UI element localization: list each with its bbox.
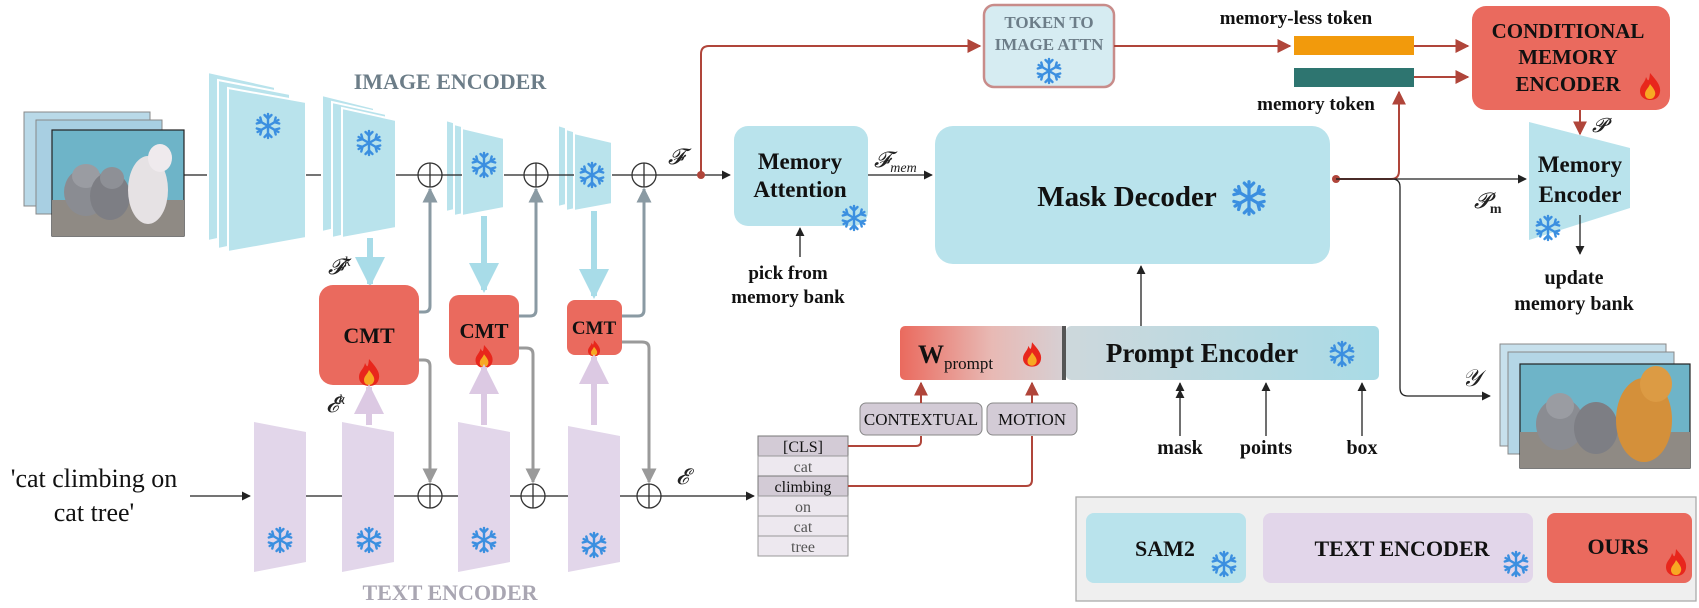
kitten-photo: [51, 129, 185, 237]
pm-label: 𝓟m: [1474, 188, 1502, 217]
conditional-memory-encoder-block: CONDITIONAL MEMORY ENCODER: [1472, 6, 1670, 110]
pick-from-label-2: memory bank: [731, 287, 845, 308]
image-encoder-stage-4: [557, 123, 613, 213]
svg-text:CMT: CMT: [343, 323, 395, 348]
text-embedding-label: 𝓔: [676, 464, 695, 489]
output-frames: [1499, 343, 1691, 469]
token-to-image-attn-block: TOKEN TO IMAGE ATTN: [982, 3, 1116, 89]
text-encoder-block-2: [342, 422, 394, 572]
svg-text:Attention: Attention: [753, 177, 846, 202]
svg-text:CMT: CMT: [572, 318, 617, 339]
token-list: [CLS] cat climbing on cat tree: [757, 435, 849, 557]
image-encoder-stage-1: [207, 70, 307, 254]
legend-ours: OURS: [1547, 513, 1692, 583]
cmt-block-3: CMT: [567, 300, 622, 357]
legend-text-encoder: TEXT ENCODER: [1263, 513, 1533, 583]
svg-text:Prompt Encoder: Prompt Encoder: [1106, 338, 1298, 368]
svg-text:CONDITIONAL: CONDITIONAL: [1492, 19, 1645, 43]
token-tree: tree: [791, 539, 815, 556]
svg-text:CMT: CMT: [460, 319, 509, 343]
legend: SAM2 TEXT ENCODER OURS: [1075, 496, 1697, 602]
text-encoder-block-1: [254, 422, 306, 572]
memory-token-bar: [1294, 68, 1414, 87]
text-encoder-title: TEXT ENCODER: [362, 580, 538, 605]
svg-text:Wprompt: Wprompt: [918, 340, 993, 373]
text-prompt-line-2: cat tree': [54, 498, 134, 527]
svg-text:OURS: OURS: [1587, 534, 1648, 559]
image-encoder-title: IMAGE ENCODER: [354, 69, 548, 94]
memory-token-label: memory token: [1257, 94, 1375, 115]
svg-text:ENCODER: ENCODER: [1515, 72, 1621, 96]
memory-encoder-block: Memory Encoder: [1529, 122, 1630, 242]
prompt-encoder-block: Prompt Encoder: [1066, 326, 1379, 380]
token-climbing: climbing: [775, 479, 832, 496]
output-y-label: 𝒴: [1462, 366, 1487, 392]
token-cls: [CLS]: [783, 439, 823, 456]
svg-text:Memory: Memory: [758, 149, 843, 174]
cmt-block-2: CMT: [449, 295, 519, 368]
legend-sam2: SAM2: [1086, 513, 1246, 583]
memory-attention-block: Memory Attention: [734, 126, 868, 232]
memoryless-token-bar: [1294, 36, 1414, 55]
token-on: on: [795, 499, 811, 516]
update-label-2: memory bank: [1514, 293, 1634, 315]
image-feature-label: 𝓕: [668, 144, 692, 169]
svg-text:Memory: Memory: [1538, 152, 1623, 177]
motion-box: MOTION: [986, 402, 1078, 436]
cmt-block-1: CMT: [319, 285, 419, 386]
svg-text:Mask Decoder: Mask Decoder: [1037, 181, 1217, 213]
svg-text:Encoder: Encoder: [1538, 182, 1621, 207]
memoryless-token-label: memory-less token: [1220, 8, 1373, 29]
text-sum-nodes: [417, 483, 662, 509]
token-cat-2: cat: [794, 519, 813, 536]
p-label: 𝓟: [1592, 115, 1612, 137]
input-frames: [23, 111, 185, 237]
token-cat: cat: [794, 459, 813, 476]
svg-text:MEMORY: MEMORY: [1518, 45, 1618, 69]
image-encoder-stage-2: [321, 93, 397, 240]
pick-from-label-1: pick from: [748, 263, 828, 284]
segmented-output-photo: [1519, 363, 1691, 469]
box-input-label: box: [1346, 437, 1377, 459]
svg-text:TOKEN TO: TOKEN TO: [1004, 13, 1093, 32]
contextual-box: CONTEXTUAL: [859, 402, 983, 436]
svg-text:CONTEXTUAL: CONTEXTUAL: [864, 410, 978, 429]
text-prompt-line-1: 'cat climbing on: [11, 464, 177, 493]
mask-decoder-block: Mask Decoder: [935, 126, 1330, 264]
svg-text:IMAGE ATTN: IMAGE ATTN: [995, 35, 1105, 54]
feat-k-label: 𝓕k: [328, 254, 352, 279]
update-label-1: update: [1545, 267, 1604, 289]
points-input-label: points: [1240, 437, 1292, 459]
text-encoder-block-3: [458, 422, 510, 572]
text-encoder-block-4: [568, 426, 620, 572]
mask-input-label: mask: [1157, 437, 1203, 459]
fmem-label: 𝓕mem: [874, 147, 917, 176]
svg-text:TEXT ENCODER: TEXT ENCODER: [1314, 536, 1490, 561]
svg-text:SAM2: SAM2: [1135, 536, 1195, 561]
text-k-label: 𝓔k: [326, 392, 346, 417]
w-prompt-block: Wprompt: [900, 326, 1066, 380]
image-encoder-stage-3: [445, 118, 505, 218]
svg-text:MOTION: MOTION: [998, 410, 1066, 429]
image-sum-nodes: [417, 162, 657, 188]
